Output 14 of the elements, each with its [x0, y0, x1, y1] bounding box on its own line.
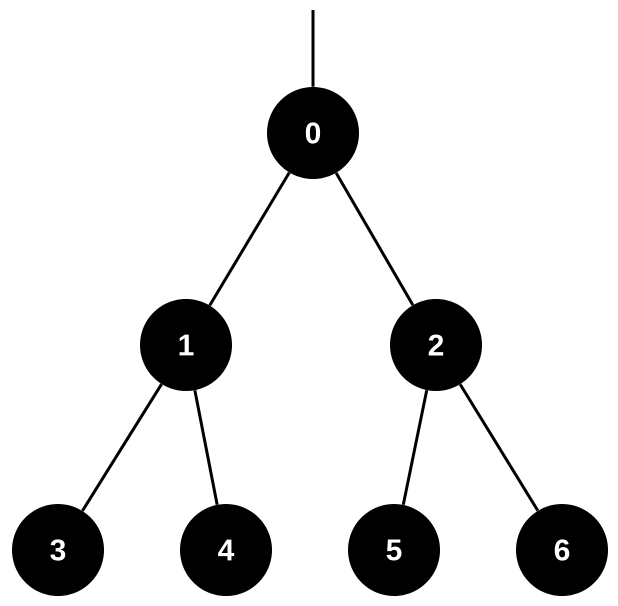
tree-edge — [208, 172, 291, 306]
tree-edge — [193, 390, 219, 505]
tree-edge — [458, 384, 540, 512]
tree-node: 3 — [12, 504, 104, 596]
tree-node: 2 — [390, 299, 482, 391]
tree-node: 4 — [180, 504, 272, 596]
tree-edge — [334, 172, 414, 306]
tree-node: 6 — [516, 504, 608, 596]
tree-node: 0 — [267, 87, 359, 179]
tree-edge — [81, 383, 163, 512]
tree-node: 1 — [140, 299, 232, 391]
tree-edge — [312, 10, 314, 87]
tree-edge — [402, 390, 428, 506]
tree-node: 5 — [348, 504, 440, 596]
